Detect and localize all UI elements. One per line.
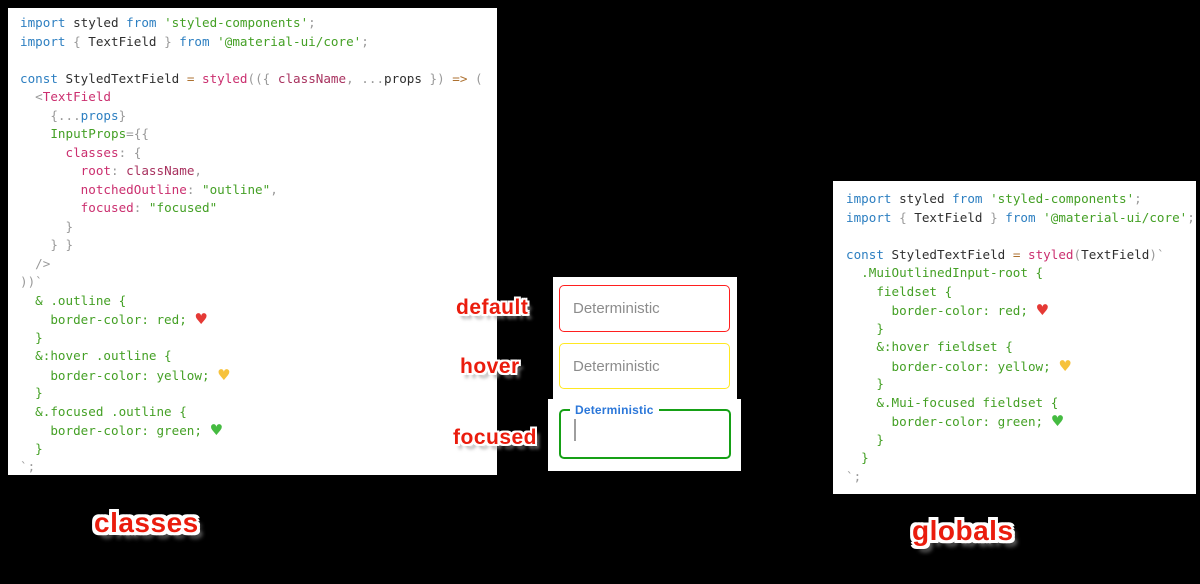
code-line: root: className, <box>20 163 203 178</box>
code-line <box>846 227 1196 246</box>
caption-globals: globals <box>912 515 1014 546</box>
code-line: import { TextField } from '@material-ui/… <box>846 209 1195 225</box>
code-line: import styled from 'styled-components'; <box>846 191 1142 206</box>
code-line: } } <box>20 237 74 252</box>
label-focused-state: focused <box>453 426 538 449</box>
code-line: notchedOutline: "outline", <box>20 181 278 197</box>
code-line: const StyledTextField = styled(({ classN… <box>20 70 483 86</box>
code-line: border-color: green; ♥ <box>846 412 1065 430</box>
code-line: } <box>846 376 884 391</box>
caption-classes: classes <box>94 507 199 538</box>
code-line: &:hover fieldset { <box>846 339 1013 354</box>
code-line: `; <box>846 468 862 484</box>
code-line: } <box>20 385 43 400</box>
code-line: &.focused .outline { <box>20 403 187 419</box>
code-line: } <box>846 320 884 336</box>
code-line: border-color: red; ♥ <box>20 310 208 328</box>
code-line: } <box>846 450 869 465</box>
code-line: } <box>20 218 74 234</box>
code-line: ))` <box>20 274 43 289</box>
textfield-hover[interactable]: Deterministic <box>559 343 730 389</box>
code-line: &.Mui-focused fieldset { <box>846 394 1059 410</box>
code-line: InputProps={{ <box>20 126 149 141</box>
code-line: classes: { <box>20 144 142 160</box>
code-line: & .outline { <box>20 292 127 308</box>
label-hover-state: hover <box>460 355 520 378</box>
textfield-default[interactable]: Deterministic <box>559 285 730 332</box>
code-line: } <box>20 329 43 345</box>
code-line: <TextField <box>20 89 111 104</box>
textfield-placeholder: Deterministic <box>573 300 660 317</box>
code-line: } <box>20 440 43 456</box>
code-line: .MuiOutlinedInput-root { <box>846 265 1044 280</box>
code-panel-classes: import styled from 'styled-components'; i… <box>8 8 497 475</box>
code-line: border-color: red; ♥ <box>846 301 1050 319</box>
textfield-focused[interactable]: Deterministic <box>559 402 731 459</box>
code-line: import { TextField } from '@material-ui/… <box>20 33 369 49</box>
code-line <box>20 51 497 70</box>
code-line: const StyledTextField = styled(TextField… <box>846 246 1165 262</box>
text-cursor <box>574 419 576 441</box>
label-default-state: default <box>456 296 529 319</box>
code-line: /> <box>20 255 51 271</box>
code-line: } <box>846 431 884 447</box>
code-panel-globals: import styled from 'styled-components'; i… <box>833 181 1196 494</box>
code-line: border-color: green; ♥ <box>20 421 224 439</box>
code-line: &:hover .outline { <box>20 348 172 363</box>
code-line: `; <box>20 459 36 474</box>
textfield-floating-label: Deterministic <box>570 402 659 418</box>
code-line: focused: "focused" <box>20 200 218 215</box>
textfield-placeholder: Deterministic <box>573 357 660 375</box>
code-line: fieldset { <box>846 283 953 299</box>
code-line: border-color: yellow; ♥ <box>20 365 231 384</box>
code-line: {...props} <box>20 107 127 123</box>
code-line: import styled from 'styled-components'; <box>20 15 316 30</box>
code-line: border-color: yellow; ♥ <box>846 356 1072 375</box>
